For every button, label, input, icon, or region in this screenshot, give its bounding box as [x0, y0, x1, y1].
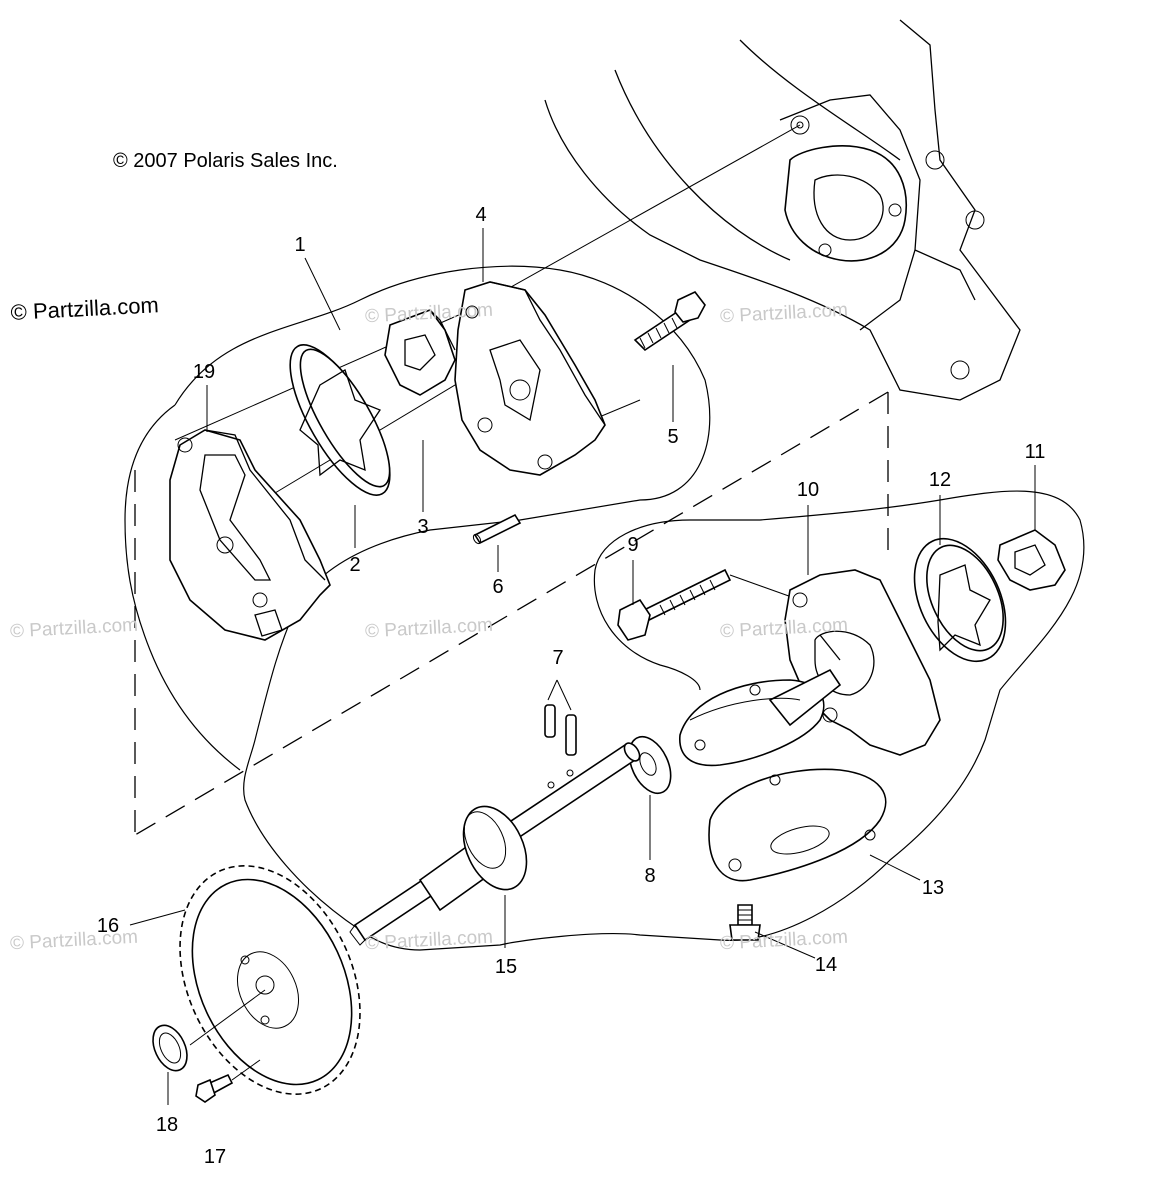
callout-7: 7 — [552, 647, 564, 669]
callout-19: 19 — [192, 361, 216, 383]
part-12-outer-rotor — [913, 537, 1007, 663]
callout-4: 4 — [475, 204, 487, 226]
group-left-outline — [124, 404, 241, 771]
callout-10: 10 — [796, 479, 820, 501]
pickup-screen — [679, 668, 842, 767]
part-19-pump-plate — [169, 429, 331, 641]
callout-14: 14 — [814, 954, 838, 976]
part-5-bolt — [633, 291, 706, 352]
part-16-drive-gear — [179, 865, 361, 1095]
callout-leaders — [129, 228, 1036, 1105]
callout-18: 18 — [155, 1114, 179, 1136]
part-18-circlip — [152, 1024, 188, 1072]
callout-15: 15 — [494, 956, 518, 978]
part-3-inner-rotor — [384, 309, 456, 396]
callout-3: 3 — [417, 516, 429, 538]
callout-9: 9 — [627, 534, 639, 556]
callout-17: 17 — [203, 1146, 227, 1168]
callout-5: 5 — [667, 426, 679, 448]
callout-6: 6 — [492, 576, 504, 598]
callout-13: 13 — [921, 877, 945, 899]
part-17-bolt — [195, 1059, 261, 1103]
part-7-pins — [544, 679, 577, 756]
part-6-pin — [472, 513, 522, 545]
part-4-cover-plate — [454, 281, 606, 476]
part-13-gasket — [708, 768, 887, 882]
callout-11: 11 — [1024, 441, 1046, 463]
part-14-screw — [729, 904, 761, 941]
copyright-text: © 2007 Polaris Sales Inc. — [113, 150, 338, 172]
part-11-inner-rotor — [997, 529, 1066, 591]
callout-2: 2 — [349, 554, 361, 576]
callout-1: 1 — [294, 234, 306, 256]
callout-8: 8 — [644, 865, 656, 887]
part-15-shaft — [349, 742, 641, 946]
callout-16: 16 — [96, 915, 120, 937]
part-8-washer — [628, 735, 672, 795]
crankcase-outline — [544, 19, 1021, 401]
callout-12: 12 — [928, 469, 952, 491]
part-2-outer-rotor — [289, 344, 391, 496]
